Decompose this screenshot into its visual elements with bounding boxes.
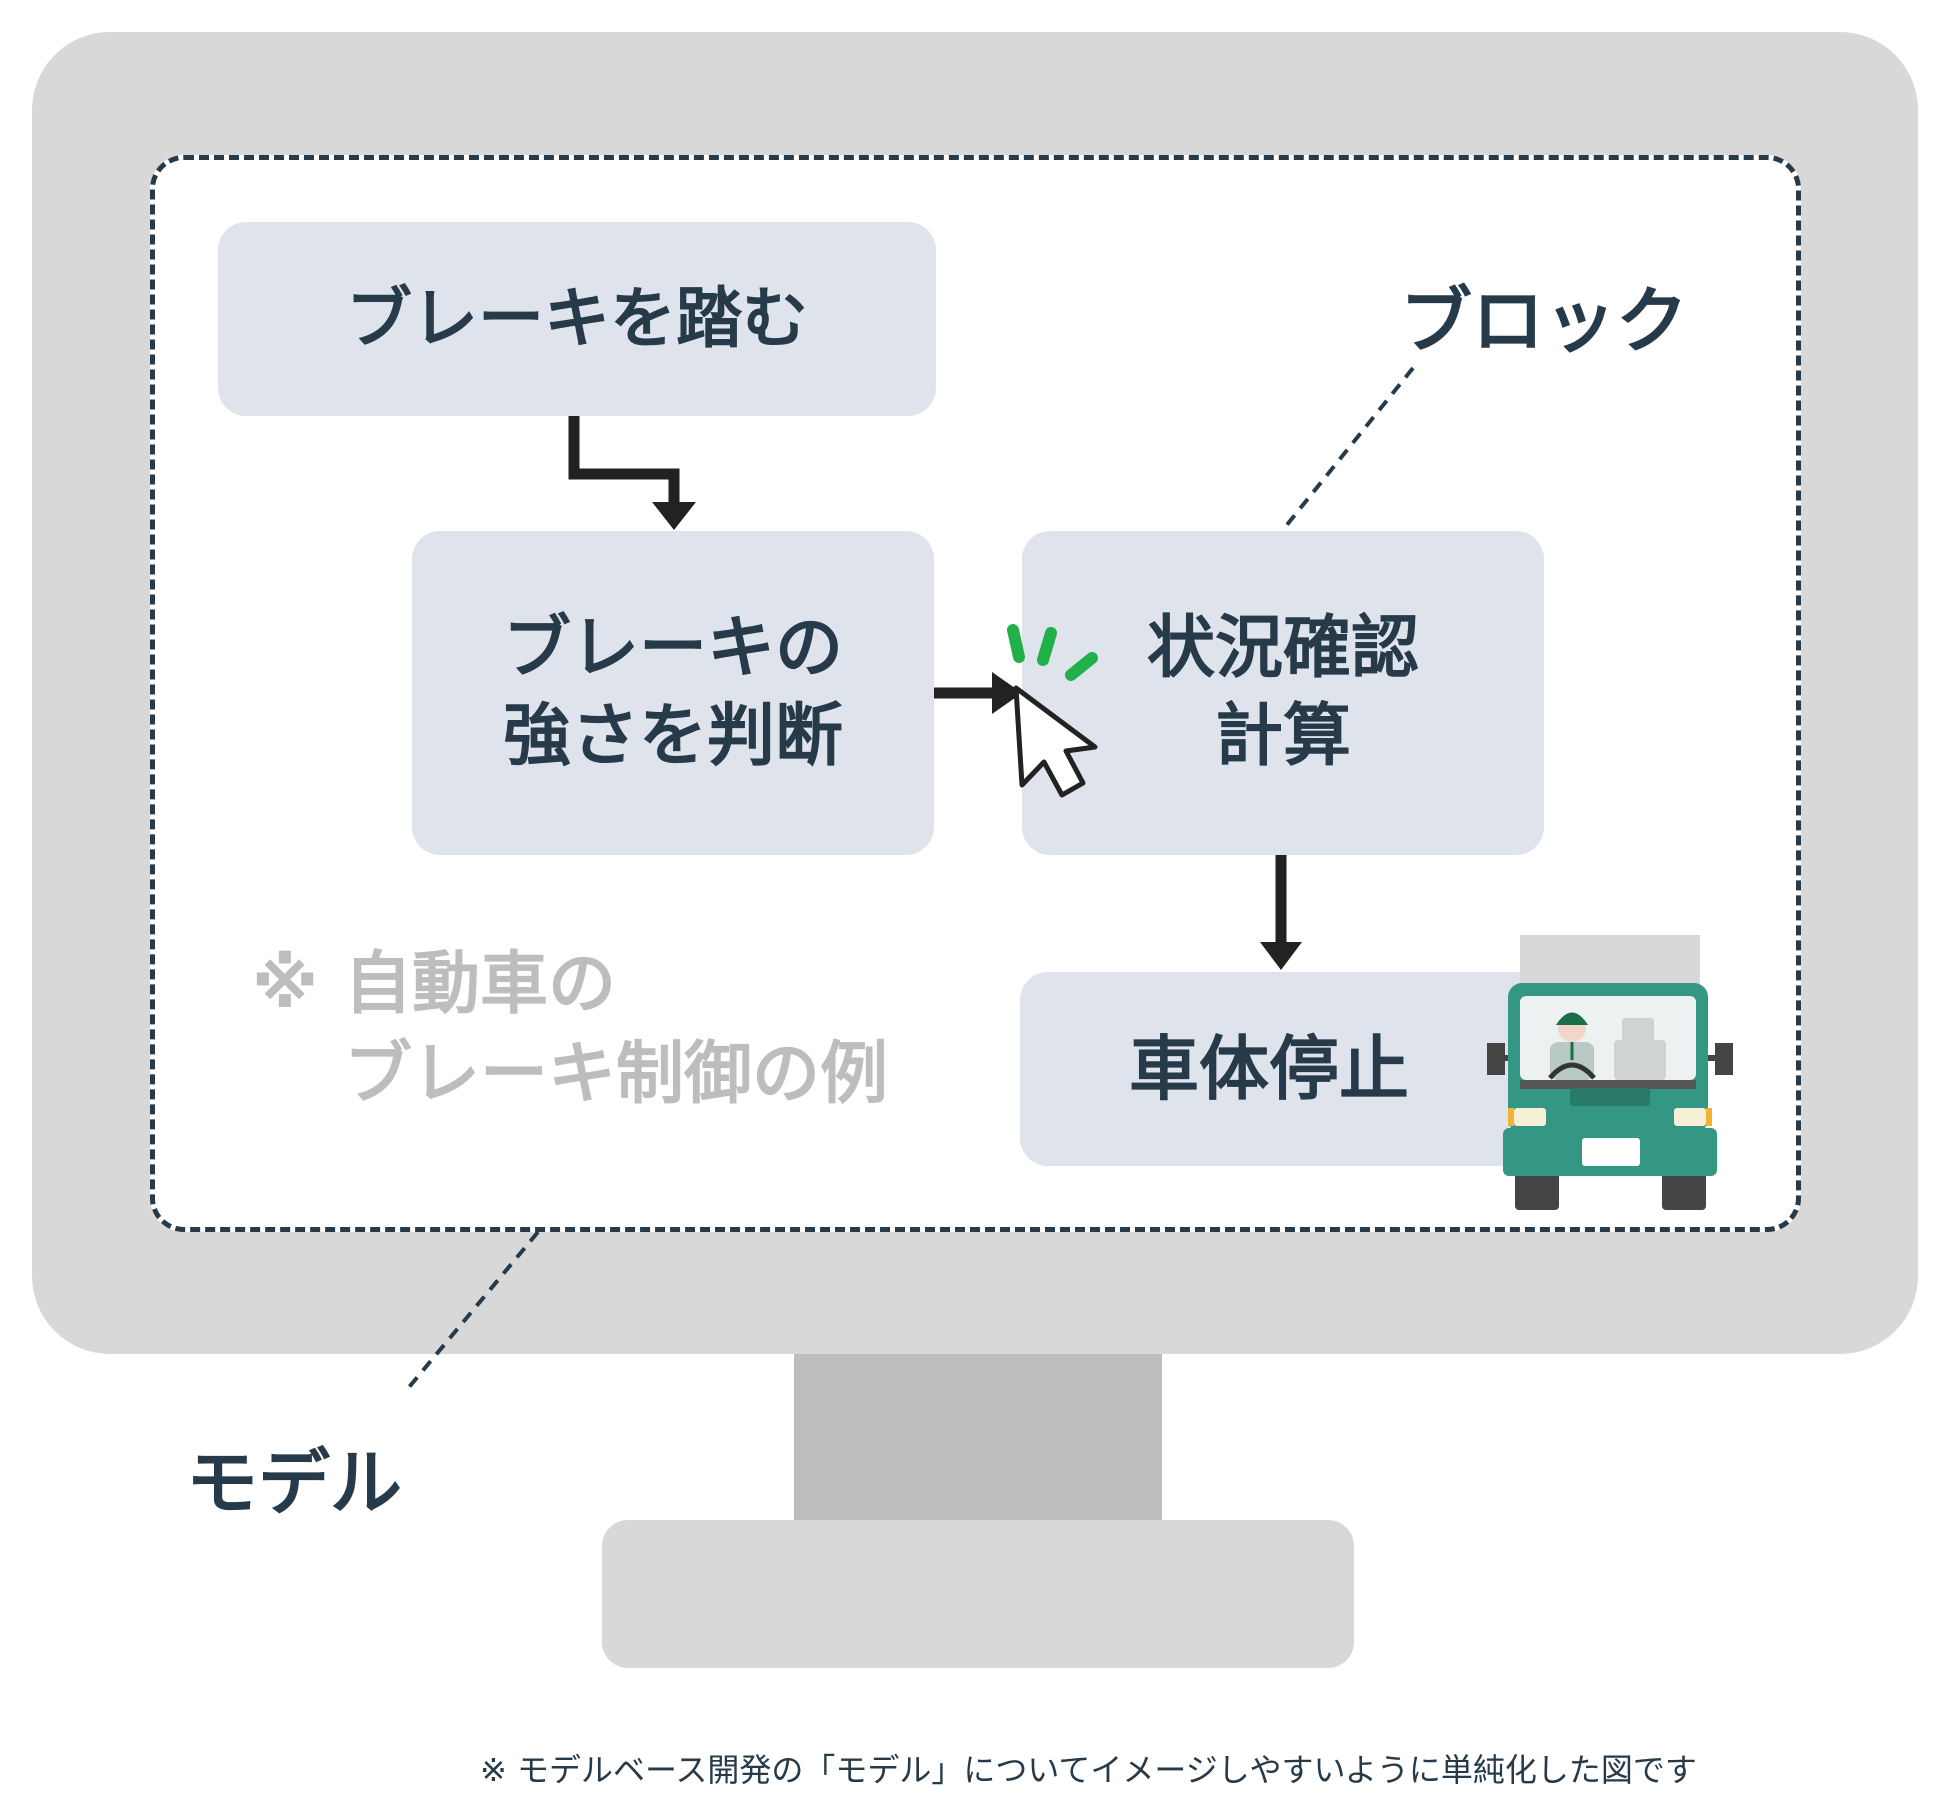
- block-judge-strength-line1: ブレーキの: [502, 608, 843, 688]
- monitor-neck: [794, 1354, 1162, 1522]
- block-press-brake-label: ブレーキを踏む: [346, 280, 808, 358]
- arrow-step1-to-step2: [568, 416, 696, 530]
- footnote: ※ モデルベース開発の「モデル」についてイメージしやすいように単純化した図です: [480, 1751, 1697, 1789]
- block-situation-calc-line1: 状況確認: [1146, 608, 1419, 688]
- monitor-base: [602, 1520, 1354, 1668]
- note-line1: 自動車の: [344, 945, 617, 1024]
- arrow-step3-to-step4: [1260, 855, 1302, 970]
- example-note: ※ 自動車の ブレーキ制御の例: [252, 940, 888, 1120]
- block-situation-calc: 状況確認 計算: [1022, 531, 1544, 855]
- block-vehicle-stop-label: 車体停止: [1129, 1027, 1409, 1110]
- leader-line-model: [403, 1230, 540, 1394]
- truck-icon: [1487, 935, 1733, 1210]
- arrow-step2-to-step3: [934, 672, 1022, 714]
- note-mark: ※: [252, 945, 319, 1024]
- block-judge-strength: ブレーキの 強さを判断: [412, 531, 934, 855]
- block-press-brake: ブレーキを踏む: [218, 222, 936, 416]
- block-situation-calc-line2: 計算: [1214, 697, 1351, 776]
- block-vehicle-stop: 車体停止: [1020, 972, 1548, 1166]
- note-line2: ブレーキ制御の例: [344, 1034, 889, 1114]
- label-model: モデル: [186, 1441, 403, 1525]
- leader-line-block: [1280, 366, 1415, 533]
- click-burst-icon: [1007, 624, 1098, 681]
- block-judge-strength-line2: 強さを判断: [502, 697, 843, 776]
- cursor-icon: [1013, 685, 1098, 798]
- label-block: ブロック: [1400, 279, 1689, 363]
